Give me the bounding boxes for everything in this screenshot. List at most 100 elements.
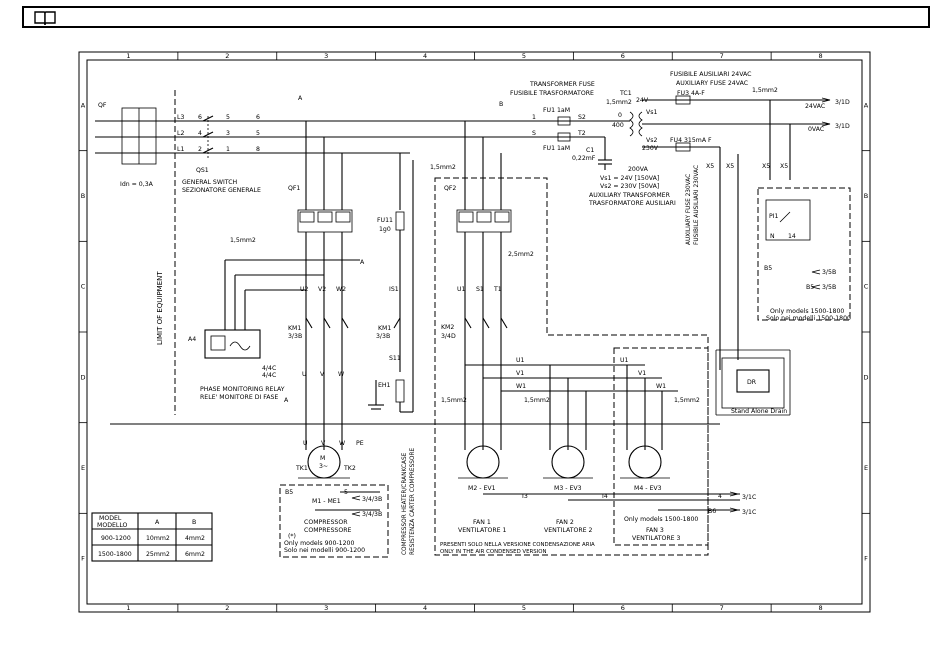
frame-col-label-bottom: 8 xyxy=(818,604,822,612)
comp-n5: 5 xyxy=(344,489,348,496)
frame-row-label-right: F xyxy=(864,555,868,563)
x5-4: X5 xyxy=(780,163,788,170)
comp-u: U xyxy=(303,440,308,447)
w2-label: W2 xyxy=(336,286,346,293)
frame-col-label-top: 6 xyxy=(621,52,625,60)
s11-label: S11 xyxy=(389,355,401,362)
phase-monitor-en: PHASE MONITORING RELAY xyxy=(200,386,285,393)
frame-col-label-top: 5 xyxy=(522,52,526,60)
comp-tk2: TK2 xyxy=(343,465,356,472)
s2-label: S2 xyxy=(578,114,586,121)
compressor-it: COMPRESSORE xyxy=(304,527,351,534)
dr-label: DR xyxy=(747,379,757,386)
v2-label: V2 xyxy=(318,286,326,293)
frame-col-label-top: 8 xyxy=(818,52,822,60)
idn-label: Idn = 0,3A xyxy=(120,181,154,188)
qs1-pin3: 3 xyxy=(226,130,230,137)
fan-i4: I4 xyxy=(602,493,608,500)
t1-left: T1 xyxy=(493,286,502,293)
l3-label: L3 xyxy=(177,114,184,121)
fan3-en: FAN 3 xyxy=(646,527,664,534)
comp-ref1: 3/4/3B xyxy=(362,496,382,503)
frame-row-label-left: A xyxy=(81,101,86,109)
fan1-motor-label: M2 - EV1 xyxy=(468,485,496,492)
ref-3-5b-top: 3/5B xyxy=(822,269,836,276)
frame-col-label-top: 3 xyxy=(324,52,328,60)
pi1-14: 14 xyxy=(788,233,796,240)
tc1-0: 0 xyxy=(618,112,622,119)
out-0vac: 0VAC xyxy=(808,126,824,133)
wire-fan2: 1,5mm2 xyxy=(524,397,550,404)
air-only-en: ONLY IN THE AIR CONDENSED VERSION xyxy=(440,549,547,555)
comp-solo: Solo nei modelli 900-1200 xyxy=(284,547,365,554)
qf1-label: QF1 xyxy=(288,185,300,192)
wire-a-bottom: A xyxy=(284,397,289,404)
km1-label: KM1 xyxy=(288,325,301,332)
table-row2-b: 6mm2 xyxy=(185,551,205,558)
comp-m: M xyxy=(320,455,325,462)
comp-only: Only models 900-1200 xyxy=(284,540,354,547)
frame-col-label-top: 2 xyxy=(225,52,229,60)
frame-row-label-left: F xyxy=(81,555,85,563)
fu4-label: FU4 315mA F xyxy=(670,137,712,144)
comp-b5: B5 xyxy=(285,489,293,496)
equipment-limit-label: LIMIT OF EQUIPMENT xyxy=(156,271,164,345)
heater-it: RESISTENZA CARTER COMPRESSORE xyxy=(410,447,416,555)
only-models-right: Only models 1500-1800 xyxy=(770,308,844,315)
qs1-pin6: 6 xyxy=(198,114,202,121)
qf-label: QF xyxy=(98,102,107,109)
km1-ref: 3/3B xyxy=(288,333,302,340)
table-header-modello: MODELLO xyxy=(97,522,128,529)
motor-w: W xyxy=(338,371,344,378)
w1-fan-a: W1 xyxy=(516,383,526,390)
va-label: 200VA xyxy=(628,166,649,173)
motor-u: U xyxy=(302,371,307,378)
is1-label: IS1 xyxy=(389,286,399,293)
fu11-value: 1g0 xyxy=(379,226,391,233)
compressor-en: COMPRESSOR xyxy=(304,519,348,526)
wire-a-mid: A xyxy=(360,259,365,266)
wire-b-top: B xyxy=(499,101,503,108)
transformer-fuse-en: TRANSFORMER FUSE xyxy=(529,81,595,88)
comp-note-star: (*) xyxy=(288,533,296,540)
frame-row-label-left: B xyxy=(81,192,85,200)
phase-monitor-it: RELE' MONITORE DI FASE xyxy=(200,394,278,401)
aux-fuse-230-it: FUSIBILE AUSILIARI 230VAC xyxy=(694,165,700,245)
frame-row-label-right: E xyxy=(864,464,868,472)
fu3-label: FU3 4A-F xyxy=(677,90,705,97)
frame-row-label-left: C xyxy=(81,283,86,291)
table-header-b: B xyxy=(192,519,196,526)
wire-fan3: 1,5mm2 xyxy=(674,397,700,404)
table-row1-a: 10mm2 xyxy=(146,535,170,542)
u1-fan-b: U1 xyxy=(620,357,629,364)
fan-n4: 4 xyxy=(718,493,722,500)
wire-1-5-left: 1,5mm2 xyxy=(230,237,256,244)
table-row2-a: 25mm2 xyxy=(146,551,170,558)
fan-ref2: 3/1C xyxy=(742,509,756,516)
aux-fuse-230-en: AUXILIARY FUSE 230VAC xyxy=(686,174,692,245)
fan-only: Only models 1500-1800 xyxy=(624,516,698,523)
aux-fuse-it-top: FUSIBILE AUSILIARI 24VAC xyxy=(670,71,752,78)
table-row1-b: 4mm2 xyxy=(185,535,205,542)
km1-coil-label: KM1 xyxy=(378,325,391,332)
qf2-label: QF2 xyxy=(444,185,456,192)
dashed-enclosures xyxy=(279,177,851,558)
wire-s-label: S xyxy=(532,130,536,137)
a4-ref1: 4/4C xyxy=(262,365,276,372)
table-row1-model: 900-1200 xyxy=(101,535,131,542)
wire-fan1: 1,5mm2 xyxy=(441,397,467,404)
ref-3-5b-bottom: 3/5B xyxy=(822,284,836,291)
header-bar xyxy=(22,6,930,28)
frame-row-label-left: D xyxy=(80,373,85,381)
v1-fan-a: V1 xyxy=(516,370,524,377)
fan1-it: VENTILATORE 1 xyxy=(458,527,507,534)
frame-col-label-bottom: 6 xyxy=(621,604,625,612)
aux-fuse-en-top: AUXILIARY FUSE 24VAC xyxy=(676,80,748,87)
wire-a-top: A xyxy=(298,95,303,102)
qs1-pin2: 2 xyxy=(198,146,202,153)
frame-col-label-bottom: 4 xyxy=(423,604,427,612)
b5-right: B5 xyxy=(806,284,814,291)
comp-3: 3~ xyxy=(319,463,328,470)
l2-label: L2 xyxy=(177,130,184,137)
